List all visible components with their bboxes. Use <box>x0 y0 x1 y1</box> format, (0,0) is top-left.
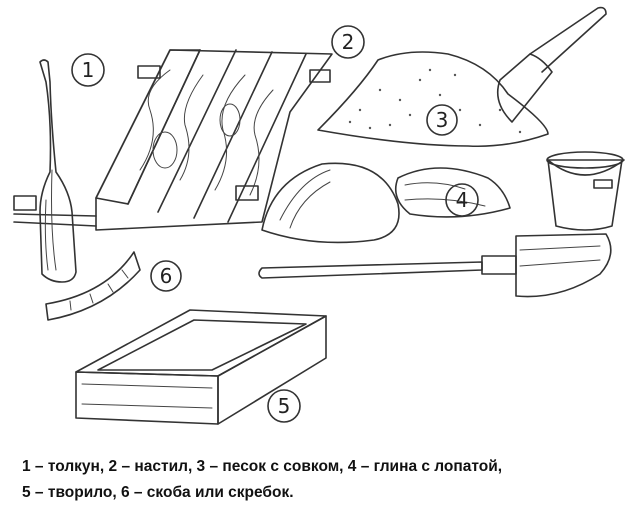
bucket-drawing <box>546 151 625 231</box>
svg-text:4: 4 <box>456 188 469 212</box>
scraper-drawing <box>45 251 141 321</box>
caption-line-2: 5 – творило, 6 – скоба или скребок. <box>22 484 294 501</box>
caption-line-1: 1 – толкун, 2 – настил, 3 – песок с совк… <box>22 458 503 475</box>
label-3: 3 <box>426 104 458 136</box>
label-2: 2 <box>331 25 365 59</box>
figure-caption: 1 – толкун, 2 – настил, 3 – песок с совк… <box>22 454 632 506</box>
label-5: 5 <box>267 389 301 423</box>
plank-platform-drawing <box>13 49 333 231</box>
tamper-drawing <box>39 59 77 283</box>
svg-text:5: 5 <box>278 394 291 418</box>
sand-pile-drawing <box>317 6 607 148</box>
svg-text:2: 2 <box>342 30 355 54</box>
shovel-drawing <box>258 233 612 298</box>
svg-text:6: 6 <box>160 264 173 288</box>
svg-text:1: 1 <box>82 58 95 82</box>
label-1: 1 <box>71 53 105 87</box>
tools-illustration: 1 2 3 4 5 6 <box>13 6 625 425</box>
label-4: 4 <box>445 183 479 217</box>
trough-drawing <box>75 309 327 425</box>
clay-drawing <box>261 162 511 244</box>
label-6: 6 <box>150 260 182 292</box>
svg-text:3: 3 <box>436 108 449 132</box>
